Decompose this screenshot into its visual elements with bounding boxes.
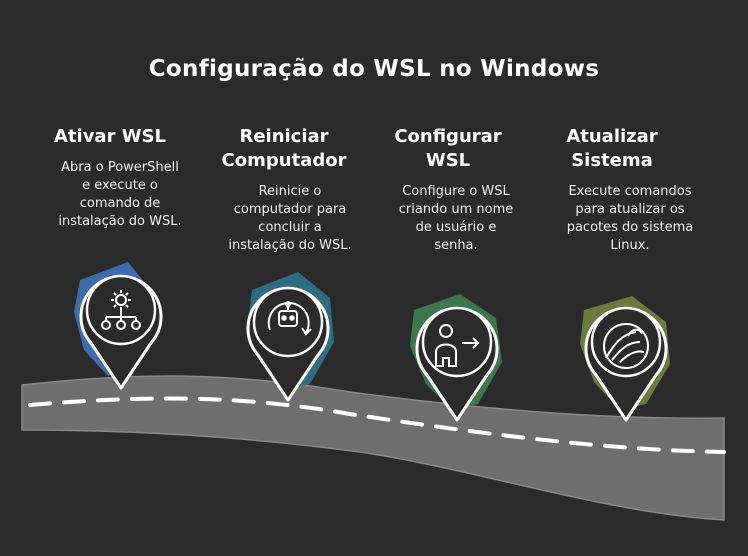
step-2-title: Reiniciar Computador (221, 126, 347, 171)
page-title: Configuração do WSL no Windows (148, 56, 600, 82)
step-4-title: Atualizar Sistema (566, 126, 658, 171)
step-3-title: Configurar WSL (394, 126, 502, 171)
robot-restart-icon (267, 301, 312, 336)
hierarchy-gear-icon (101, 290, 141, 330)
step-1-title: Ativar WSL (53, 126, 167, 147)
step-4-description: Execute comandos para atualizar os pacot… (566, 184, 694, 253)
step-3-description: Configure o WSL criando um nome de usuár… (398, 184, 514, 253)
step-4-marker (580, 296, 670, 422)
step-3-marker (410, 294, 502, 422)
step-1-marker (74, 262, 163, 390)
linux-logo-icon (603, 323, 649, 369)
user-arrow-icon (435, 324, 480, 367)
road-center-line (28, 396, 726, 454)
step-1-description: Abra o PowerShell e execute o comando de… (58, 160, 182, 229)
step-2-description: Reinicie o computador para concluir a in… (228, 184, 352, 253)
step-2-marker (246, 272, 334, 402)
road (21, 375, 725, 521)
